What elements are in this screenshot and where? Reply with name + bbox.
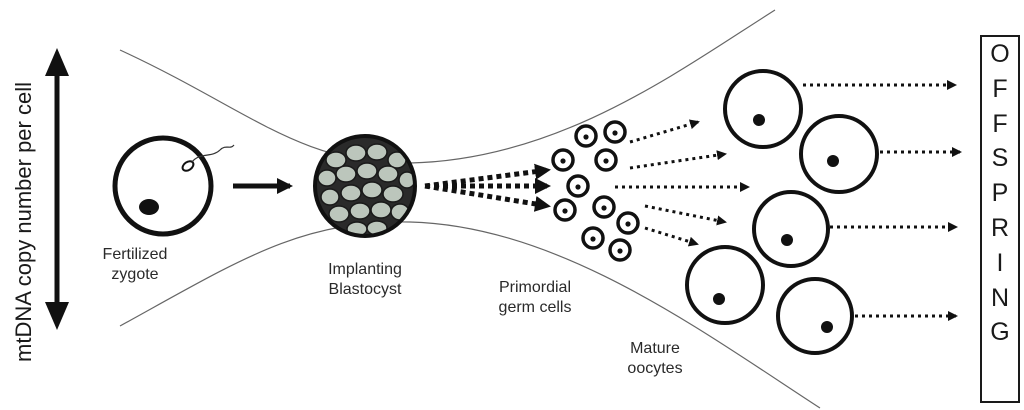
oocyte bbox=[754, 192, 828, 266]
offspring-box: O F F S P R I N G bbox=[980, 35, 1020, 403]
offspring-letter: I bbox=[982, 246, 1018, 281]
offspring-letter: R bbox=[982, 211, 1018, 246]
oocyte bbox=[725, 71, 801, 147]
arrows-blastocyst-to-germ-cells bbox=[425, 170, 548, 206]
y-axis-label: mtDNA copy number per cell bbox=[9, 52, 39, 392]
label-line: Blastocyst bbox=[310, 280, 420, 300]
oocyte bbox=[801, 116, 877, 192]
label-implanting-blastocyst: Implanting Blastocyst bbox=[310, 260, 420, 300]
label-line: Primordial bbox=[480, 278, 590, 298]
bottleneck-top-curve bbox=[120, 10, 775, 163]
label-fertilized-zygote: Fertilized zygote bbox=[85, 245, 185, 285]
oocyte bbox=[778, 279, 852, 353]
label-mature-oocytes: Mature oocytes bbox=[605, 339, 705, 379]
offspring-letter: F bbox=[982, 72, 1018, 107]
offspring-letter: S bbox=[982, 141, 1018, 176]
mature-oocytes bbox=[687, 71, 877, 353]
zygote-cell bbox=[115, 138, 234, 234]
label-line: germ cells bbox=[480, 298, 590, 318]
offspring-letter: G bbox=[982, 315, 1018, 350]
blastocyst-cell bbox=[315, 136, 415, 236]
label-line: Implanting bbox=[310, 260, 420, 280]
label-line: zygote bbox=[85, 265, 185, 285]
offspring-letter: P bbox=[982, 176, 1018, 211]
offspring-letter: O bbox=[982, 37, 1018, 72]
label-primordial-germ-cells: Primordial germ cells bbox=[480, 278, 590, 318]
label-line: Fertilized bbox=[85, 245, 185, 265]
label-line: oocytes bbox=[605, 359, 705, 379]
offspring-letter: N bbox=[982, 281, 1018, 316]
copy-number-double-arrow bbox=[45, 48, 69, 330]
offspring-letter: F bbox=[982, 107, 1018, 142]
oocyte bbox=[687, 247, 763, 323]
label-line: Mature bbox=[605, 339, 705, 359]
